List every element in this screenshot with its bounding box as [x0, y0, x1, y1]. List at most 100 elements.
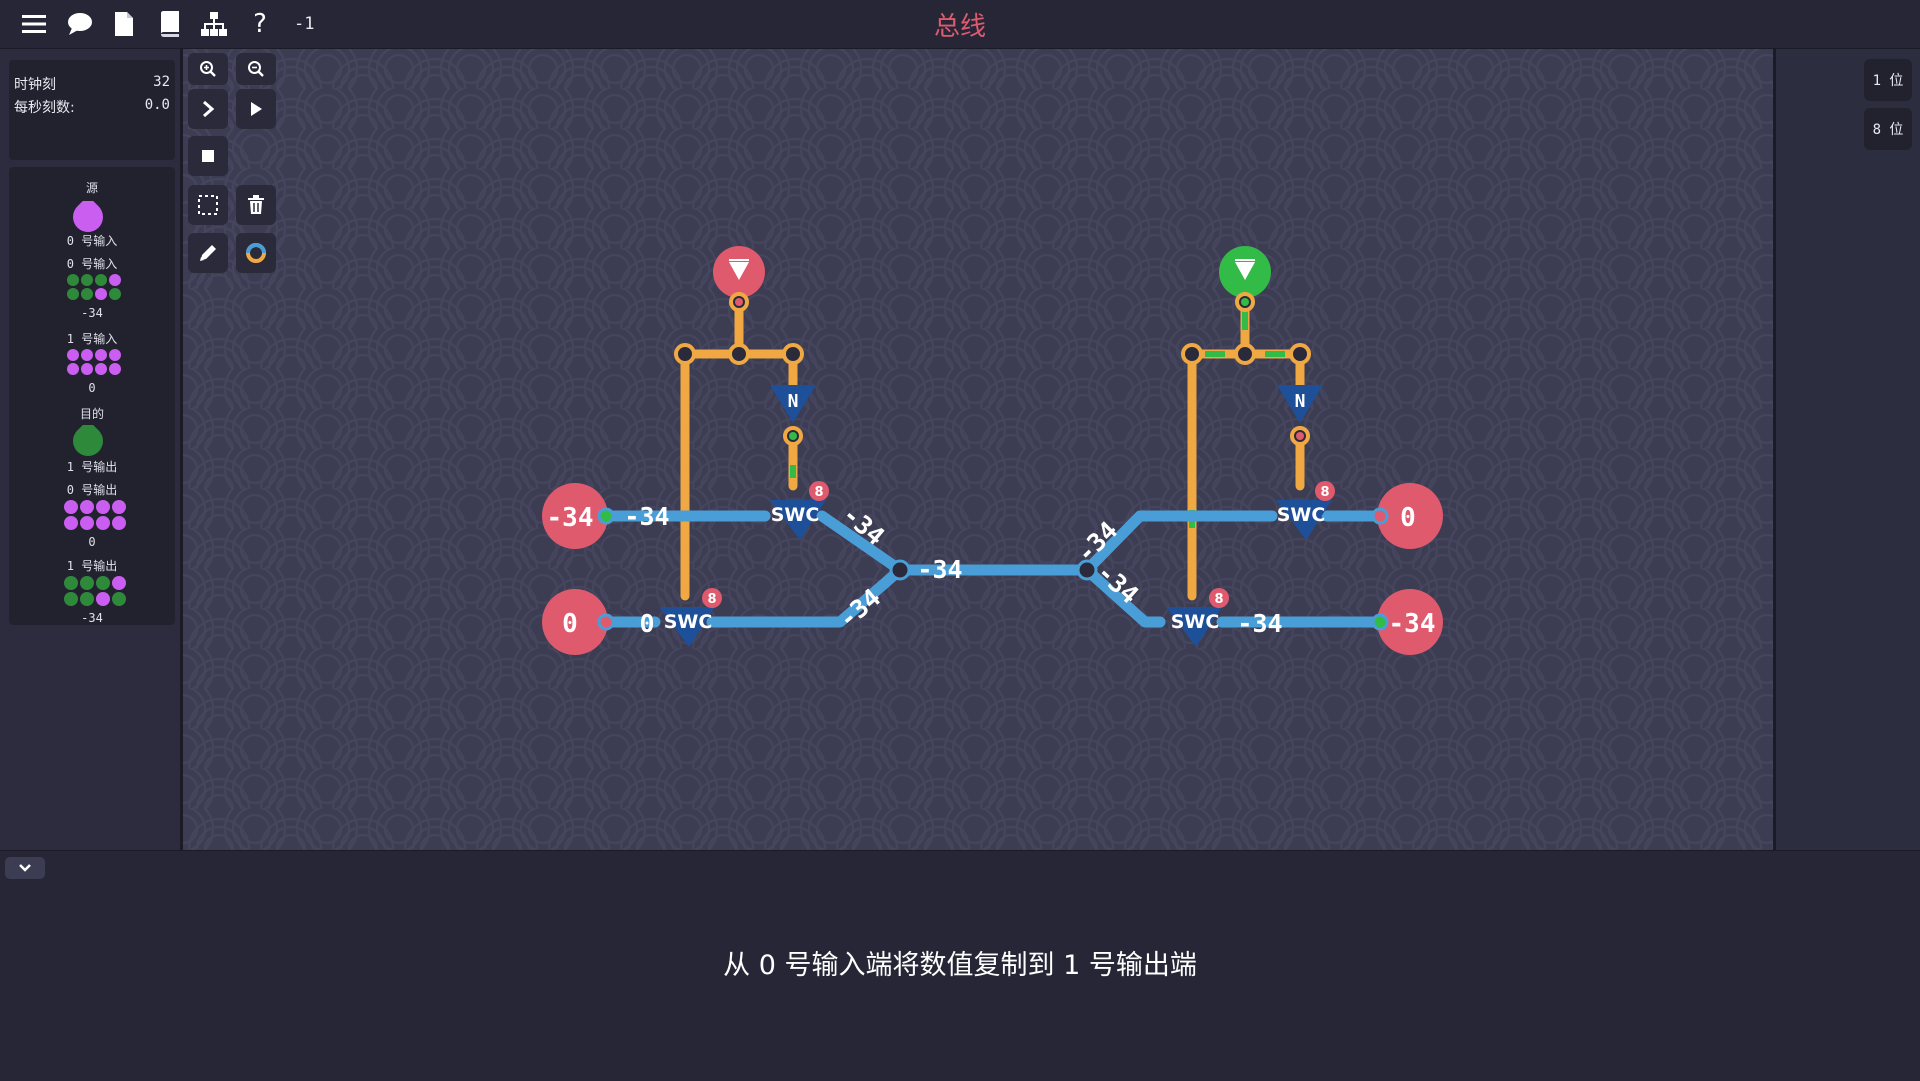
left-bottom-input-port[interactable]: 0: [542, 589, 615, 655]
step-button[interactable]: [188, 89, 228, 129]
left-not-label: N: [788, 391, 799, 412]
input1-value: 0: [88, 381, 96, 395]
output1-bits[interactable]: [64, 576, 126, 606]
wire-label-right-bottom: -34: [1237, 609, 1282, 638]
input0-value: -34: [81, 306, 103, 320]
play-icon: [251, 102, 262, 116]
top-bar: ? -1 总线: [0, 0, 1920, 49]
dest-output1-label: 1 号输出: [66, 460, 118, 474]
component-palette: 源 0 号输入 0 号输入 -34 1 号输入 0 目的 1 号输出 0 号输出…: [9, 167, 175, 625]
wire-right-bottom-diag[interactable]: [1081, 564, 1166, 628]
dest-heading: 目的: [79, 407, 104, 421]
source-input0-label: 0 号输入: [66, 234, 118, 248]
right-panel: [1776, 49, 1920, 850]
tps-row: 每秒刻数: 0.0: [14, 97, 170, 117]
swc-top-left-badge: 8: [814, 485, 823, 500]
marquee-select-icon: [198, 195, 218, 215]
collapse-button[interactable]: [5, 857, 45, 879]
swc-top-right[interactable]: SWC 8: [1276, 481, 1335, 540]
tps-label: 每秒刻数:: [14, 100, 75, 116]
output0-bits[interactable]: [64, 500, 126, 530]
source-component[interactable]: [72, 195, 104, 237]
left-bottom-input-value: 0: [562, 609, 578, 639]
book-icon[interactable]: [154, 8, 186, 40]
active-segments: [790, 310, 1285, 528]
input0-label: 0 号输入: [66, 257, 118, 271]
zoom-out-icon: [248, 61, 264, 77]
color-ring-icon: [246, 243, 266, 263]
circuit-svg[interactable]: N N SWC 8 SWC 8 SWC: [183, 49, 1773, 850]
delete-button[interactable]: [236, 185, 276, 225]
zoom-out-button[interactable]: [236, 53, 276, 85]
file-icon[interactable]: [108, 8, 140, 40]
clock-value: 32: [153, 74, 170, 90]
left-not-gate[interactable]: N: [770, 385, 816, 423]
wire-right-top-diag[interactable]: [1081, 510, 1278, 576]
stats-box: 时钟刻 32 每秒刻数: 0.0: [9, 60, 175, 160]
left-top-input-port[interactable]: -34: [542, 483, 615, 549]
swc-bottom-right-label: SWC: [1171, 611, 1220, 633]
left-panel: 时钟刻 32 每秒刻数: 0.0 源 0 号输入 0 号输入 -34 1 号输入…: [0, 49, 180, 850]
wire-label-left-bottom: 0: [639, 609, 654, 638]
right-bottom-output-port[interactable]: -34: [1371, 589, 1443, 655]
clock-row: 时钟刻 32: [14, 74, 170, 94]
wire-left-top-diag[interactable]: [816, 510, 906, 576]
right-top-output-value: 0: [1400, 503, 1416, 533]
input0-bits[interactable]: [67, 274, 121, 300]
dest-component[interactable]: [72, 419, 104, 461]
pin-dots: [735, 298, 1304, 440]
tps-value: 0.0: [144, 97, 170, 113]
output1-label: 1 号输出: [66, 559, 118, 573]
blue-wires[interactable]: [599, 510, 1388, 628]
color-button[interactable]: [236, 233, 276, 273]
bit8-button[interactable]: 8 位: [1864, 108, 1912, 150]
wire-label-bus: -34: [917, 555, 962, 584]
input1-bits[interactable]: [67, 349, 121, 375]
chevron-right-icon: [203, 100, 215, 118]
chat-icon[interactable]: [64, 8, 96, 40]
left-top-input-value: -34: [547, 503, 594, 533]
swc-top-left-label: SWC: [771, 504, 820, 526]
red-source[interactable]: [713, 246, 765, 298]
swc-bottom-right[interactable]: SWC 8: [1166, 588, 1229, 647]
help-icon[interactable]: ?: [253, 9, 267, 39]
menu-icon[interactable]: [18, 8, 50, 40]
description-panel: 从 0 号输入端将数值复制到 1 号输出端: [0, 850, 1920, 1081]
wire-label-left-top: -34: [624, 502, 669, 531]
swc-bottom-left-badge: 8: [707, 592, 716, 607]
swc-bottom-left[interactable]: SWC 8: [659, 588, 722, 647]
play-button[interactable]: [236, 89, 276, 129]
swc-top-right-label: SWC: [1277, 504, 1326, 526]
swc-bottom-right-badge: 8: [1214, 592, 1223, 607]
swc-bottom-left-label: SWC: [664, 611, 713, 633]
source-heading: 源: [85, 181, 98, 195]
page-title: 总线: [933, 12, 986, 42]
swc-top-right-badge: 8: [1320, 485, 1329, 500]
right-not-gate[interactable]: N: [1277, 385, 1323, 423]
trash-icon: [248, 195, 264, 214]
wire-left-bottom-diag[interactable]: [706, 564, 906, 628]
bus-junctions[interactable]: [889, 559, 1098, 581]
zoom-in-icon: [200, 61, 216, 77]
zoom-in-button[interactable]: [188, 53, 228, 85]
pencil-button[interactable]: [188, 233, 228, 273]
output1-value: -34: [81, 611, 103, 625]
swc-top-left[interactable]: SWC 8: [770, 481, 829, 540]
select-button[interactable]: [188, 185, 228, 225]
circuit-canvas[interactable]: N N SWC 8 SWC 8 SWC: [180, 49, 1776, 850]
green-source[interactable]: [1219, 246, 1271, 298]
hierarchy-icon[interactable]: [198, 8, 230, 40]
level-description: 从 0 号输入端将数值复制到 1 号输出端: [723, 950, 1197, 981]
output0-value: 0: [88, 535, 96, 549]
right-bottom-output-value: -34: [1389, 609, 1436, 639]
pencil-icon: [200, 245, 216, 261]
wave-pattern: [183, 49, 1773, 850]
stop-icon: [202, 150, 214, 162]
output0-label: 0 号输出: [66, 483, 118, 497]
bit1-button[interactable]: 1 位: [1864, 59, 1912, 101]
right-top-output-port[interactable]: 0: [1371, 483, 1443, 549]
input1-label: 1 号输入: [66, 332, 118, 346]
stop-button[interactable]: [188, 136, 228, 176]
clock-label: 时钟刻: [14, 77, 56, 93]
tick-offset: -1: [294, 14, 315, 34]
